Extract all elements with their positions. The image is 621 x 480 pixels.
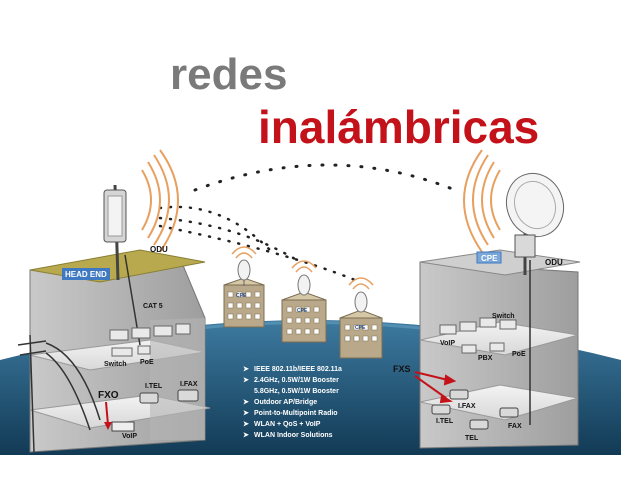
fxo-arrowhead — [104, 422, 112, 430]
right-cpe-label: CPE — [481, 254, 498, 263]
left-poe-label: PoE — [140, 359, 154, 366]
telephone-pole — [17, 334, 101, 453]
signal-waves-right — [463, 149, 501, 253]
features-list: ➤ IEEE 802.11b/IEEE 802.11a ➤ 2.4GHz, 0.… — [243, 366, 342, 439]
title-line-2: inalámbricas — [258, 101, 540, 153]
left-switch-equipment — [109, 323, 191, 357]
left-switch-label: Switch — [104, 361, 127, 368]
center-cpe-label-3: CPE — [355, 325, 366, 331]
center-building-1 — [223, 259, 265, 328]
signal-waves-left — [141, 149, 179, 253]
feature-item-4: Point-to-Multipoint Radio — [254, 410, 338, 417]
feature-item-0: IEEE 802.11b/IEEE 802.11a — [254, 366, 342, 373]
right-phones — [431, 389, 519, 430]
right-cpe-badge — [476, 251, 502, 264]
right-switch-equipment — [439, 317, 517, 354]
feature-bullet-4: ➤ — [243, 410, 249, 417]
center-cpe-label-1: CPE — [236, 293, 247, 299]
fxo-arrow — [105, 401, 109, 426]
feature-item-2: 5.8GHz, 0.5W/1W Booster — [254, 388, 339, 395]
feature-bullet-5: ➤ — [243, 421, 249, 428]
center-building-2-waves — [291, 260, 317, 273]
left-phone-ifax — [177, 389, 199, 402]
right-switch-label: Switch — [492, 313, 515, 320]
right-voip-label: VoIP — [440, 340, 455, 347]
fxo-label: FXO — [98, 390, 119, 401]
left-odu-label: ODU — [150, 245, 168, 254]
title-line-1: redes — [170, 50, 288, 99]
wireless-link-dots — [193, 163, 457, 192]
center-building-3-waves — [348, 277, 374, 290]
cat5-label: CAT 5 — [143, 303, 163, 310]
feature-bullet-1: ➤ — [243, 377, 249, 384]
center-cpe-label-2: CPE — [297, 308, 308, 314]
center-building-3 — [339, 291, 383, 359]
right-ifax-label: I.FAX — [458, 403, 476, 410]
head-end-badge — [62, 268, 110, 280]
feature-bullet-0: ➤ — [243, 366, 249, 373]
fxs-label: FXS — [393, 364, 411, 374]
feature-item-3: Outdoor AP/Bridge — [254, 399, 317, 406]
feature-item-1: 2.4GHz, 0.5W/1W Booster — [254, 377, 339, 384]
left-odu-antenna — [103, 184, 127, 281]
right-pbx-label: PBX — [478, 355, 493, 362]
feature-item-6: WLAN Indoor Solutions — [254, 432, 333, 439]
feature-item-5: WLAN + QoS + VoIP — [254, 421, 321, 428]
feature-bullet-3: ➤ — [243, 399, 249, 406]
right-poe-label: PoE — [512, 351, 526, 358]
left-voip-label: VoIP — [122, 433, 137, 440]
right-fax-label: FAX — [508, 423, 522, 430]
right-dish-antenna — [506, 172, 564, 275]
feature-bullet-6: ➤ — [243, 432, 249, 439]
fxs-arrows — [414, 371, 457, 404]
center-building-1-waves — [231, 246, 257, 259]
right-itel-label: I.TEL — [436, 418, 454, 425]
left-phone-itel — [139, 392, 159, 404]
right-odu-label: ODU — [545, 258, 563, 267]
right-tel-label: TEL — [465, 435, 479, 442]
head-end-label: HEAD END — [65, 270, 107, 279]
center-building-2 — [281, 274, 327, 343]
left-itel-label: I.TEL — [145, 383, 163, 390]
wireless-link-arrows-left — [158, 205, 357, 282]
left-ifax-label: I.FAX — [180, 381, 198, 388]
left-voip-box — [111, 421, 135, 432]
